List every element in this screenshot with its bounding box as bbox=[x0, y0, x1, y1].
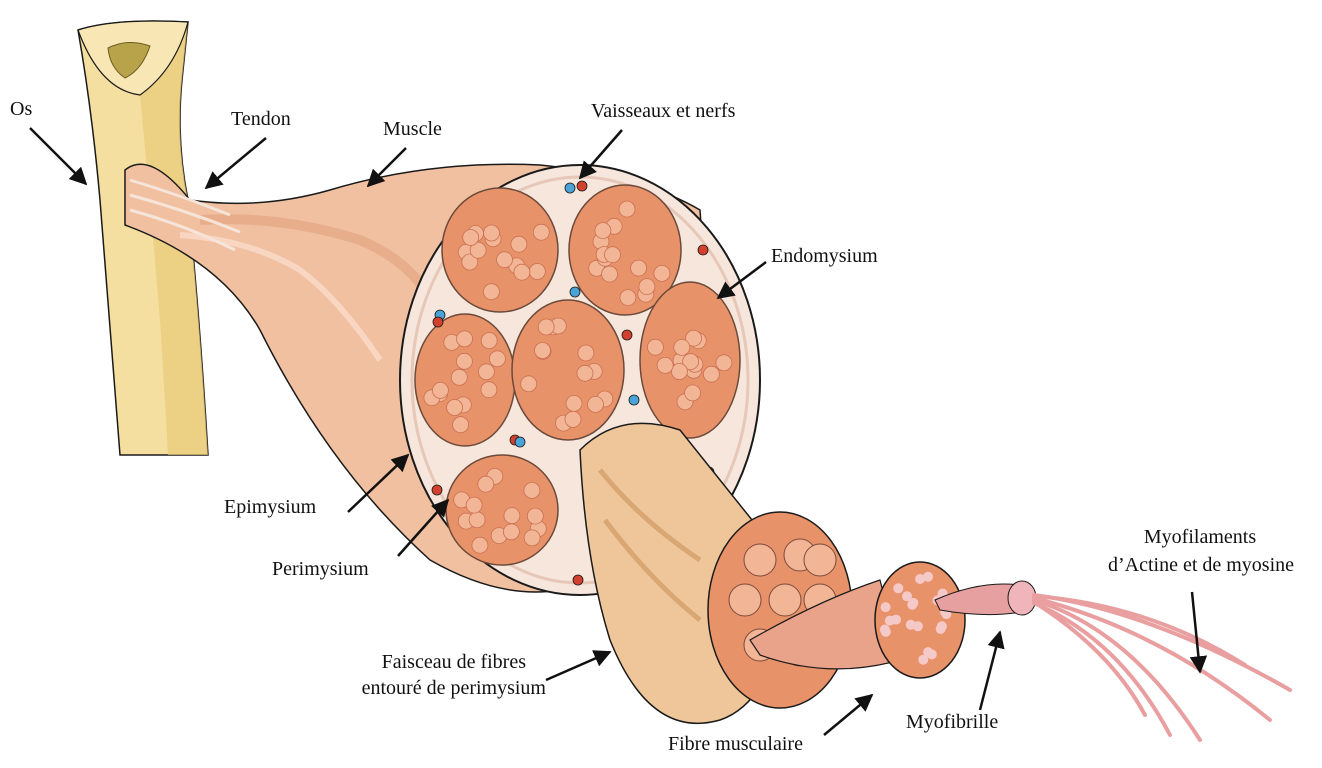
muscle-fiber-section bbox=[481, 382, 497, 398]
muscle-fiber-section bbox=[456, 353, 472, 369]
muscle-fiber-section bbox=[481, 333, 497, 349]
label-perimysium: Perimysium bbox=[272, 557, 369, 581]
arrow-fibre bbox=[824, 695, 872, 735]
muscle-fiber-section bbox=[497, 252, 513, 268]
muscle-fiber-section bbox=[466, 497, 482, 513]
arrow-myofilaments bbox=[1192, 592, 1200, 672]
muscle-fiber-section bbox=[620, 290, 636, 306]
myofibril-section bbox=[918, 655, 928, 665]
myofibril-section bbox=[927, 649, 937, 659]
label-faisceau-line2: entouré de perimysium bbox=[316, 676, 546, 700]
muscle-fiber-section bbox=[483, 284, 499, 300]
label-os: Os bbox=[10, 97, 32, 121]
muscle-fiber-section bbox=[565, 411, 581, 427]
muscle-fiber-section bbox=[577, 365, 593, 381]
label-myofilaments-line2: d’Actine et de myosine bbox=[1090, 553, 1312, 577]
muscle-fiber-section bbox=[619, 201, 635, 217]
muscle-fiber-section bbox=[602, 266, 618, 282]
vein-section bbox=[515, 437, 525, 447]
muscle-fiber-section bbox=[578, 345, 594, 361]
arrow-os bbox=[30, 128, 86, 184]
artery-section bbox=[622, 330, 632, 340]
fiber-section bbox=[769, 584, 801, 616]
artery-section bbox=[577, 181, 587, 191]
label-myofilaments-line1: Myofilaments bbox=[1100, 525, 1300, 549]
myofibril-section bbox=[913, 621, 923, 631]
label-faisceau-line1: Faisceau de fibres bbox=[350, 650, 526, 674]
label-epimysium: Epimysium bbox=[224, 495, 316, 519]
muscle-fiber-section bbox=[447, 400, 463, 416]
myofibril-section bbox=[915, 574, 925, 584]
muscle-fiber-section bbox=[588, 396, 604, 412]
muscle-fiber-section bbox=[451, 369, 467, 385]
arrow-tendon bbox=[206, 138, 266, 188]
myofibril-section bbox=[891, 615, 901, 625]
fiber-section bbox=[729, 584, 761, 616]
muscle-fiber-section bbox=[674, 339, 690, 355]
vein-section bbox=[570, 287, 580, 297]
myofibril-section bbox=[893, 583, 903, 593]
fiber-section bbox=[804, 544, 836, 576]
muscle-fiber-section bbox=[657, 357, 673, 373]
muscle-fiber-section bbox=[524, 530, 540, 546]
muscle-fiber-section bbox=[472, 537, 488, 553]
muscle-fiber-section bbox=[527, 508, 543, 524]
label-fibre: Fibre musculaire bbox=[668, 732, 803, 756]
arrow-faisceau bbox=[546, 652, 610, 680]
muscle-fiber-section bbox=[469, 512, 485, 528]
arrow-myofibrille bbox=[980, 632, 1000, 710]
fiber-section bbox=[744, 544, 776, 576]
label-endomysium: Endomysium bbox=[771, 244, 878, 268]
muscle-fiber-section bbox=[716, 355, 732, 371]
vein-section bbox=[565, 183, 575, 193]
muscle-fiber-section bbox=[478, 364, 494, 380]
muscle-fiber-section bbox=[514, 264, 530, 280]
muscle-fiber-section bbox=[524, 482, 540, 498]
muscle-fiber-section bbox=[654, 265, 670, 281]
muscle-fiber-section bbox=[566, 395, 582, 411]
muscle-fiber-section bbox=[605, 247, 621, 263]
myofibril-section bbox=[880, 625, 890, 635]
muscle-fiber-section bbox=[533, 224, 549, 240]
label-vaisseaux: Vaisseaux et nerfs bbox=[591, 99, 735, 123]
muscle-fiber-section bbox=[463, 230, 479, 246]
muscle-fiber-section bbox=[538, 319, 554, 335]
muscle-fiber-section bbox=[639, 279, 655, 295]
muscle-fiber-section bbox=[478, 476, 494, 492]
muscle-fiber-section bbox=[484, 225, 500, 241]
myofibril-section bbox=[937, 621, 947, 631]
fascicle bbox=[446, 455, 558, 565]
label-myofibrille: Myofibrille bbox=[906, 710, 998, 734]
myofilaments bbox=[1034, 595, 1290, 740]
myofibril-section bbox=[881, 602, 891, 612]
muscle-fiber-section bbox=[595, 223, 611, 239]
muscle-fiber-section bbox=[671, 364, 687, 380]
muscle-fiber-section bbox=[529, 264, 545, 280]
muscle-fiber-section bbox=[457, 331, 473, 347]
label-tendon: Tendon bbox=[231, 107, 291, 131]
muscle-fiber-section bbox=[703, 366, 719, 382]
muscle-fiber-section bbox=[489, 351, 505, 367]
muscle-fiber-section bbox=[647, 339, 663, 355]
myofibril-section bbox=[908, 598, 918, 608]
muscle-fiber-section bbox=[432, 382, 448, 398]
muscle-fiber-section bbox=[503, 524, 519, 540]
artery-section bbox=[698, 245, 708, 255]
muscle-fiber-section bbox=[631, 260, 647, 276]
muscle-fiber-section bbox=[453, 417, 469, 433]
label-muscle: Muscle bbox=[383, 117, 442, 141]
vein-section bbox=[629, 395, 639, 405]
artery-section bbox=[573, 575, 583, 585]
muscle-fiber-section bbox=[521, 376, 537, 392]
muscle-fiber-section bbox=[504, 508, 520, 524]
muscle-fiber-section bbox=[535, 343, 551, 359]
muscle-fiber-section bbox=[511, 236, 527, 252]
artery-section bbox=[432, 485, 442, 495]
muscle-fiber-section bbox=[685, 385, 701, 401]
artery-section bbox=[433, 317, 443, 327]
